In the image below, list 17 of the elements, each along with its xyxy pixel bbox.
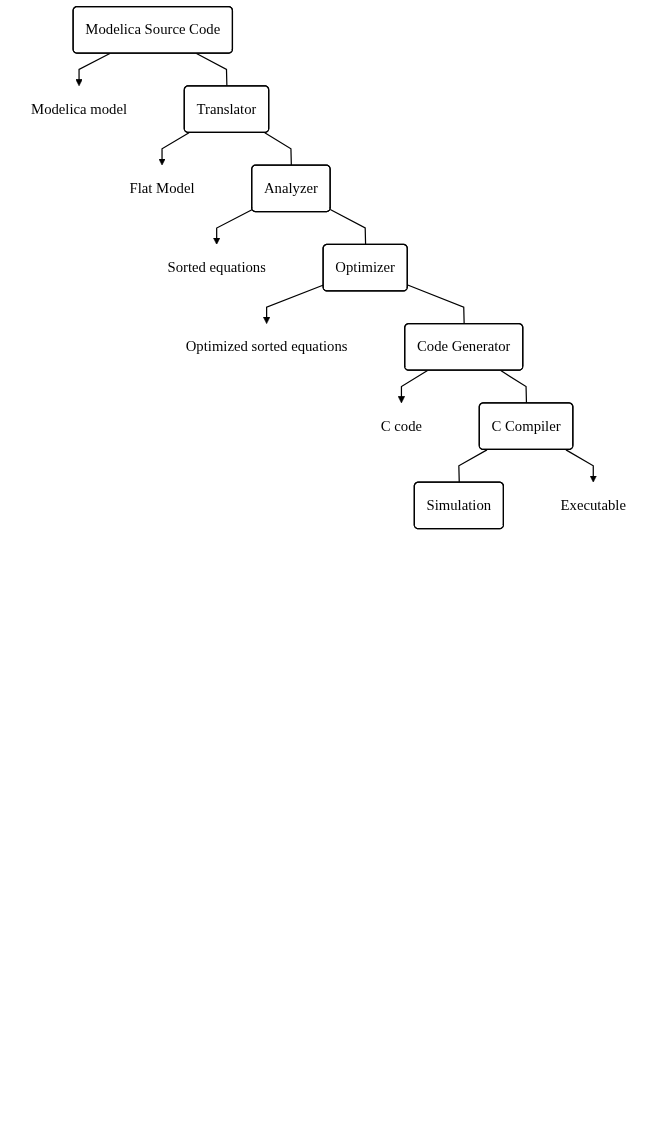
arrow bbox=[158, 132, 190, 166]
node-text: Flat Model bbox=[129, 179, 195, 197]
connector bbox=[195, 52, 228, 87]
node-text: Executable bbox=[560, 496, 626, 514]
arrow bbox=[397, 370, 429, 404]
connector bbox=[407, 284, 465, 325]
node-text: Modelica model bbox=[31, 100, 128, 117]
node-text: C code bbox=[380, 417, 423, 434]
node-text: Optimized sorted equations bbox=[185, 338, 348, 355]
arrow bbox=[565, 449, 597, 483]
node-text: Sorted equations bbox=[167, 259, 266, 276]
connector bbox=[458, 449, 488, 484]
arrow bbox=[213, 208, 254, 245]
arrow bbox=[75, 52, 111, 87]
connector bbox=[500, 370, 528, 404]
connector bbox=[329, 208, 367, 246]
connector bbox=[264, 132, 292, 167]
